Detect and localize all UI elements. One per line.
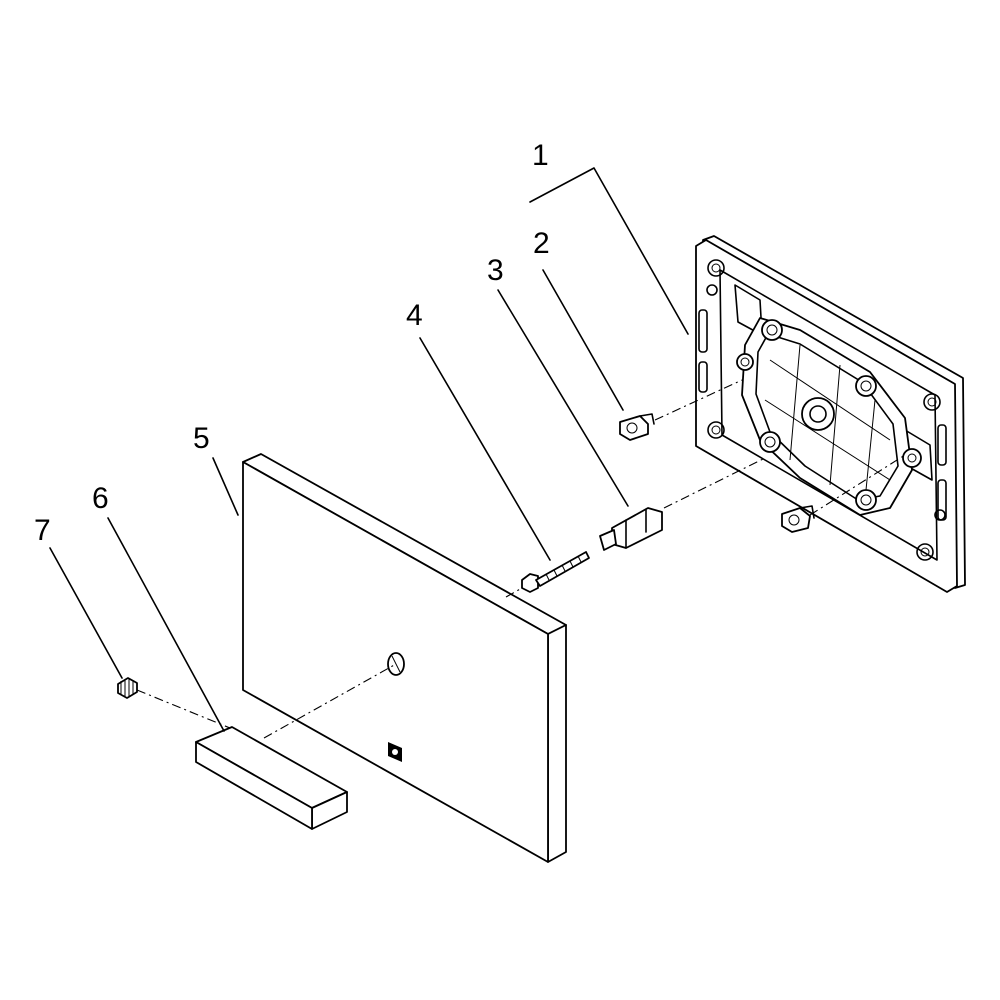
set-screw-icon bbox=[117, 677, 138, 699]
leader-lines bbox=[49, 167, 689, 732]
mounting-frame bbox=[695, 235, 966, 593]
bracket-boss-icon bbox=[736, 319, 922, 511]
logo-icon bbox=[388, 742, 402, 762]
button-block bbox=[195, 726, 348, 830]
cover-plate bbox=[242, 453, 567, 863]
callout-2: 2 bbox=[533, 227, 550, 260]
callout-4: 4 bbox=[406, 299, 423, 332]
callout-6: 6 bbox=[92, 482, 109, 515]
callout-3: 3 bbox=[487, 254, 504, 287]
clip-fastener-icon bbox=[619, 413, 815, 533]
assembly-axis-lines bbox=[136, 379, 906, 739]
frame-screw-icon bbox=[706, 259, 946, 561]
long-screw-icon bbox=[521, 551, 590, 593]
callout-labels: 1 2 3 4 5 6 7 bbox=[34, 139, 550, 547]
callout-1: 1 bbox=[532, 139, 549, 172]
callout-7: 7 bbox=[34, 514, 51, 547]
connector-spacer-icon bbox=[599, 507, 663, 551]
callout-5: 5 bbox=[193, 422, 210, 455]
